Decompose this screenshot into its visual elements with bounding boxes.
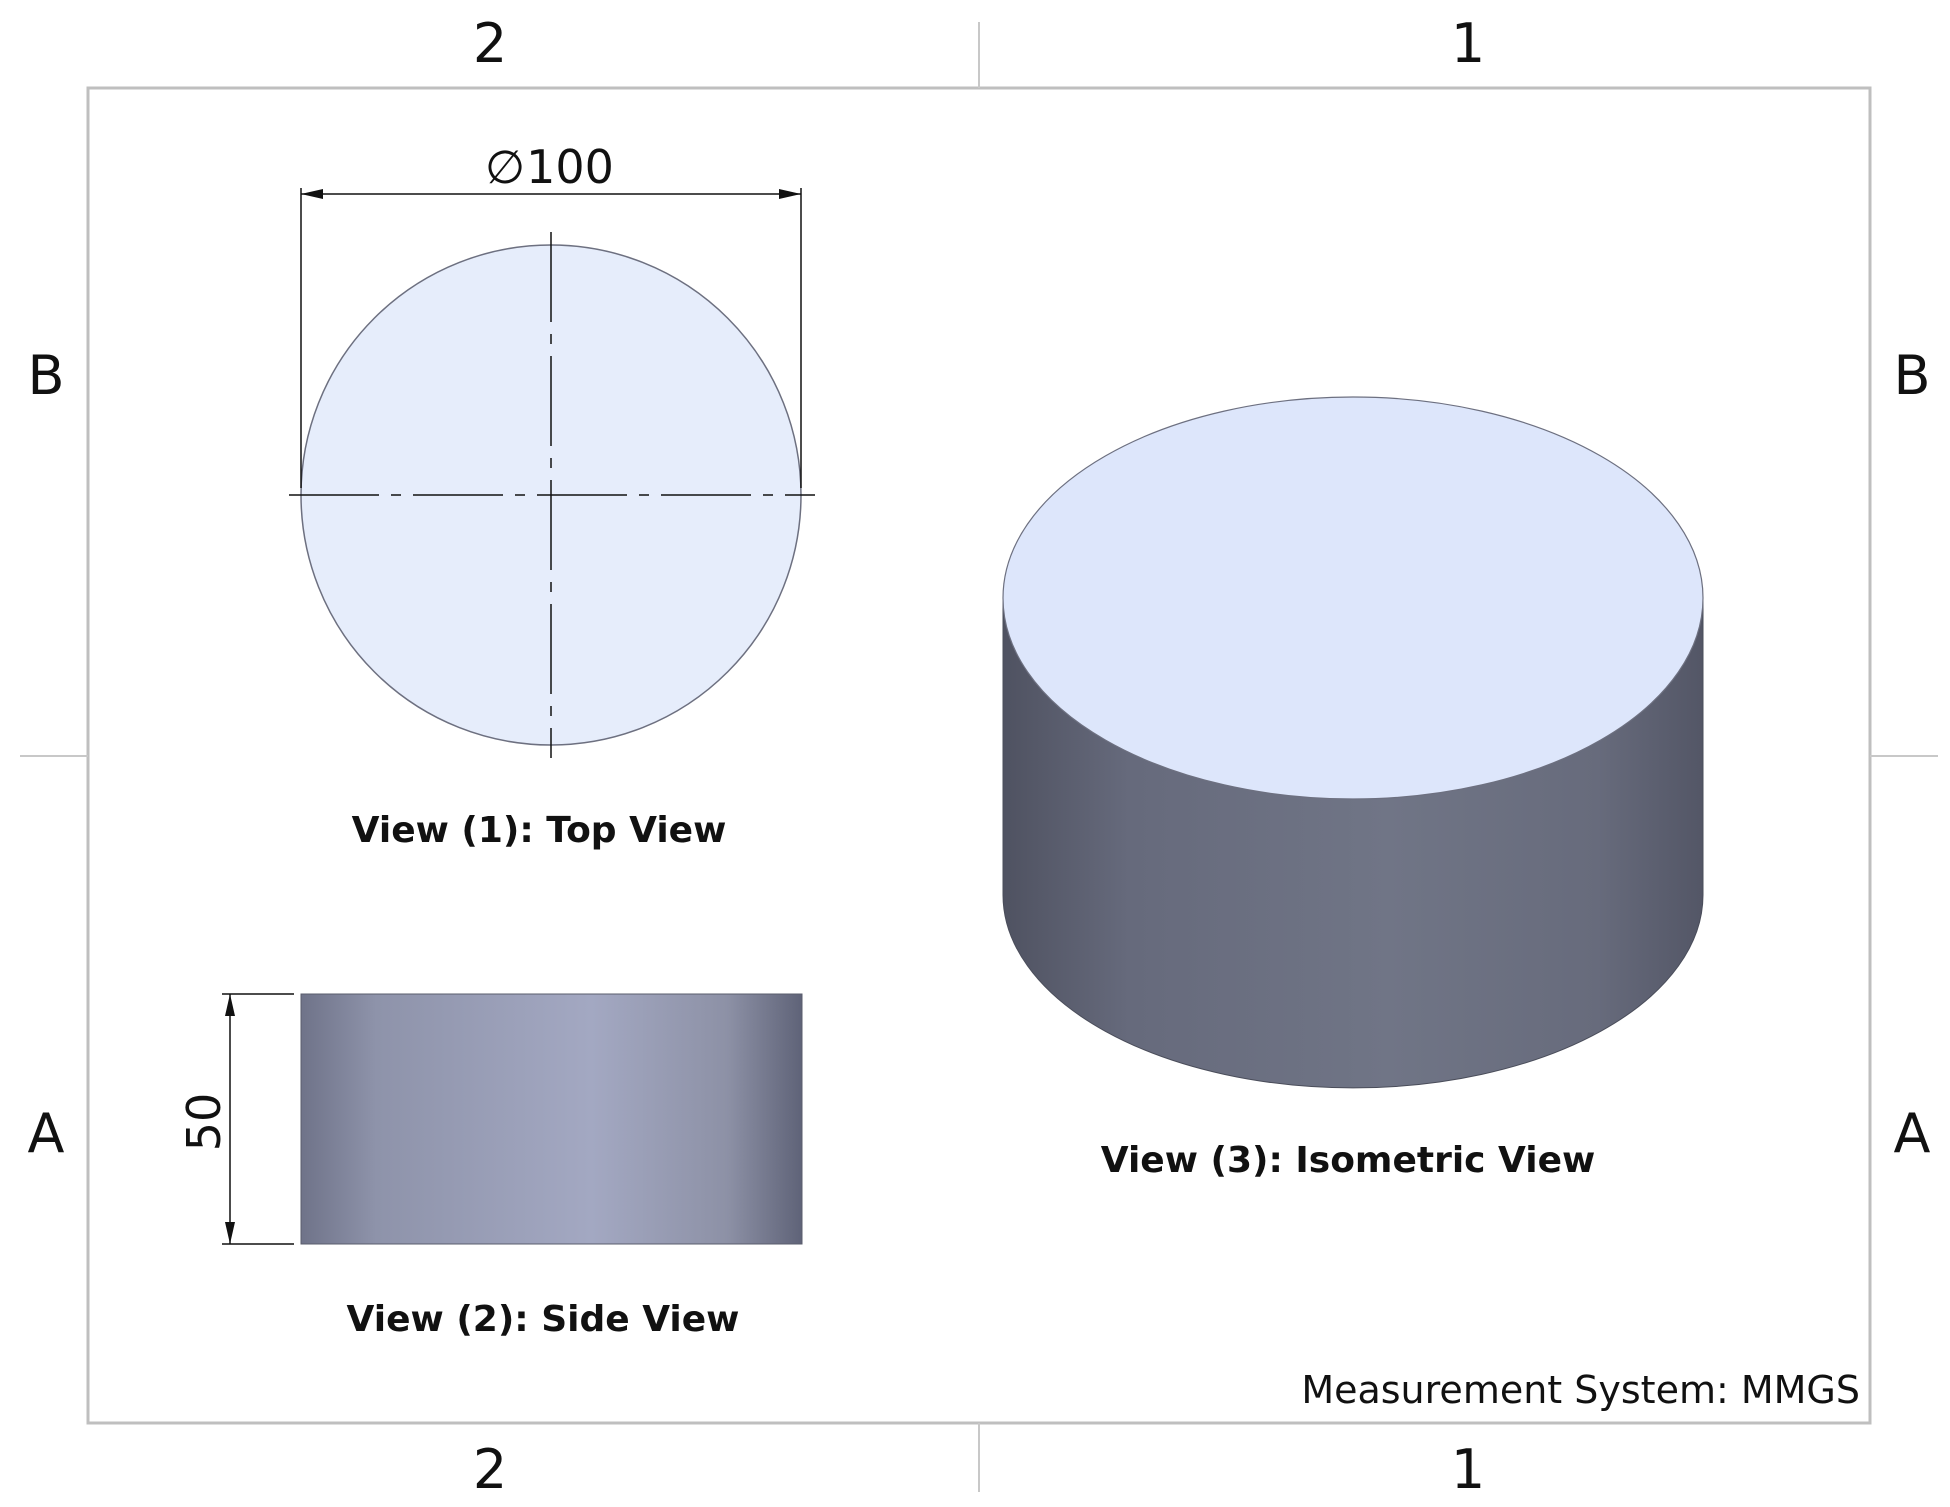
- isometric-cylinder-top: [1002, 396, 1704, 800]
- side-view: 50 View (2): Side View: [177, 993, 803, 1340]
- isometric-view-caption: View (3): Isometric View: [1101, 1140, 1596, 1181]
- zone-label-col-1-bottom: 1: [1451, 1438, 1485, 1501]
- diameter-dimension-value: 100: [526, 140, 614, 194]
- zone-label-col-1-top: 1: [1451, 12, 1485, 75]
- zone-label-col-2-bottom: 2: [473, 1438, 507, 1501]
- measurement-system-note: Measurement System: MMGS: [1301, 1368, 1860, 1412]
- zone-label-row-a-left: A: [28, 1102, 65, 1165]
- zone-label-col-2-top: 2: [473, 12, 507, 75]
- side-view-caption: View (2): Side View: [347, 1299, 740, 1340]
- zone-label-row-b-left: B: [27, 344, 64, 407]
- side-view-body: [300, 993, 803, 1245]
- top-view: ∅ 100 View (1): Top View: [289, 140, 815, 851]
- zone-label-row-a-right: A: [1894, 1102, 1931, 1165]
- top-view-caption: View (1): Top View: [352, 810, 727, 851]
- diameter-symbol: ∅: [485, 140, 525, 194]
- height-dimension-value: 50: [177, 1093, 231, 1152]
- zone-label-row-b-right: B: [1893, 344, 1930, 407]
- isometric-view: View (3): Isometric View: [1002, 396, 1704, 1181]
